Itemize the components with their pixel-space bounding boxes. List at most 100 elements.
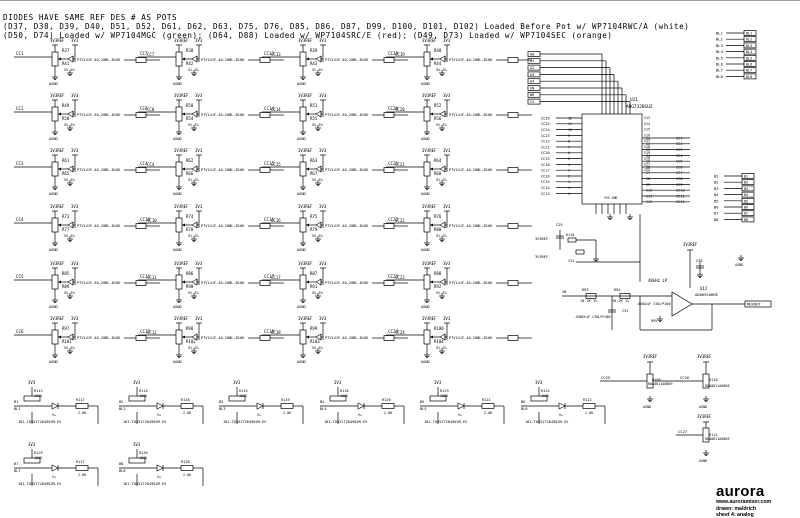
potentiometer <box>51 329 59 345</box>
ref-label: R122 <box>583 398 592 402</box>
net-out-label: CC21 <box>395 162 405 167</box>
ref-label: R79 <box>310 227 318 232</box>
ref-label: R56 <box>434 116 442 121</box>
agnd-label: AGND <box>173 248 182 252</box>
resistor <box>259 112 271 118</box>
ref-label: R99 <box>310 326 318 331</box>
v33-label: 3V3 <box>195 148 203 153</box>
ref-label: R88 <box>434 271 442 276</box>
bus-port-label: B8 <box>744 218 748 222</box>
potentiometer <box>299 161 307 177</box>
v33-label: 3V3 <box>443 148 451 153</box>
pin-label: S9 <box>646 183 650 187</box>
sheet-name: sheet 4: analog <box>716 512 754 518</box>
bus-port-label: BL5 <box>746 56 752 60</box>
ref-label: R67 <box>310 171 318 176</box>
bus-label: B1 <box>714 174 719 179</box>
bus-port-label: BL1 <box>746 32 752 36</box>
resistor <box>575 249 585 255</box>
resistor <box>135 112 147 118</box>
resistor <box>507 167 519 173</box>
mux-input-label: CC21 <box>541 145 550 149</box>
ref-label: R63 <box>310 158 318 163</box>
pot-part-label: PTV141F-40-20BL-B10K <box>449 113 493 117</box>
resistor <box>383 167 395 173</box>
agnd-label: AGND <box>173 137 182 141</box>
ref-label: R44 <box>434 61 442 66</box>
net-in-label: CC23 <box>388 274 399 279</box>
bus-port <box>741 216 755 223</box>
wiper-arrow <box>182 335 185 339</box>
net-out-label: CC15 <box>271 162 281 167</box>
bus-label: BL5 <box>420 407 427 411</box>
net-in-label: CC22 <box>388 217 399 222</box>
ref-label: R127 <box>76 460 85 464</box>
address-label: A4 <box>530 80 534 84</box>
net-in-label: CC6 <box>16 329 24 334</box>
address-port <box>527 71 541 78</box>
ref-label: R97 <box>62 326 70 331</box>
v33-label: 3V3 <box>71 204 79 209</box>
net-in-label: CC24 <box>388 329 399 334</box>
bus-label: BL4 <box>320 407 327 411</box>
net-out-label: CC12 <box>147 330 157 335</box>
bus-port <box>743 30 757 36</box>
wiper-arrow <box>306 167 309 171</box>
v33-label: 3V3 <box>195 316 203 321</box>
address-port <box>527 51 541 57</box>
pin-label: S18 <box>644 145 650 149</box>
net-out-label: CC19 <box>395 52 405 57</box>
v33-label: 3V3 <box>319 93 327 98</box>
value-label: 2.0K <box>585 411 594 415</box>
v33-label: 3V3 <box>195 93 203 98</box>
bus-port <box>741 185 755 192</box>
net-out-label: CC8 <box>147 107 155 112</box>
bus-port-label: B6 <box>744 206 748 210</box>
ref-label: R123 <box>440 389 449 393</box>
net-out-label: CC10 <box>147 218 157 223</box>
bus-label: B8 <box>714 217 719 222</box>
v33-label: 3V3 <box>28 380 36 385</box>
potentiometer <box>423 329 431 345</box>
potentiometer <box>51 217 59 233</box>
agnd-label: AGND <box>421 82 430 86</box>
wiper-arrow <box>58 57 61 61</box>
resistor <box>507 112 519 118</box>
v33-label: 3V3 <box>443 316 451 321</box>
wiper-arrow <box>430 223 433 227</box>
bus-port-label: BL7 <box>746 69 752 73</box>
v33-label: 3V3 <box>71 261 79 266</box>
resistor <box>228 395 246 402</box>
value-label: 10.2K 1% <box>612 299 630 303</box>
mux-input-label: CC14 <box>541 186 550 190</box>
net-in-label: CC18 <box>264 329 275 334</box>
net-out-label: CC22 <box>395 218 405 223</box>
pot-part-label: PTV141F-40-20BL-B10K <box>77 336 121 340</box>
bus-port <box>741 179 755 186</box>
bus-port <box>743 36 757 43</box>
v33-label: 3V3 <box>443 38 451 43</box>
resistor <box>507 223 519 229</box>
agnd-label: AGND <box>699 459 707 463</box>
agnd-label: AGND <box>173 192 182 196</box>
mux-input-label: CC26 <box>541 116 550 120</box>
address-port <box>527 57 541 64</box>
pin-number: 1 <box>568 192 570 196</box>
mux-output-label: CC9 <box>676 183 683 187</box>
potentiometer <box>702 373 710 389</box>
ref-label: R42 <box>186 61 194 66</box>
wiper-arrow <box>306 335 309 339</box>
net-in-label: CC4 <box>16 217 24 222</box>
pin-label: S2 <box>646 142 650 146</box>
value-label: 2.0K <box>78 473 87 477</box>
mux-output-label: CC3 <box>676 148 683 152</box>
resistor <box>135 57 147 63</box>
bus-port <box>741 173 755 179</box>
